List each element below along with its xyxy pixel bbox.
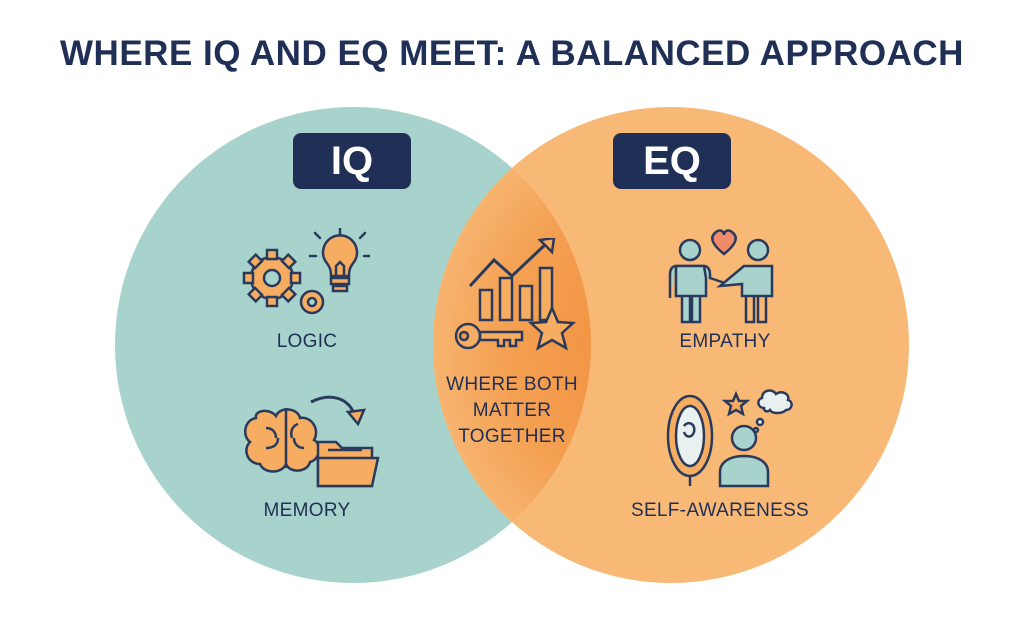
empathy-label: EMPATHY xyxy=(679,331,771,352)
memory-label: MEMORY xyxy=(263,500,351,521)
gears-lightbulb-icon xyxy=(242,228,370,315)
self-awareness-label: SELF-AWARENESS xyxy=(630,500,810,521)
overlap-label: WHERE BOTH MATTER TOGETHER xyxy=(432,372,592,450)
mirror-person-icon xyxy=(666,389,793,488)
eq-badge: EQ xyxy=(613,133,731,189)
growth-chart-key-star-icon xyxy=(454,238,577,351)
overlap-region xyxy=(433,107,591,583)
iq-badge: IQ xyxy=(293,133,411,189)
people-heart-icon xyxy=(668,229,774,324)
overlap-line-2: MATTER xyxy=(472,400,552,421)
overlap-line-3: TOGETHER xyxy=(458,426,566,447)
page-title: WHERE IQ AND EQ MEET: A BALANCED APPROAC… xyxy=(60,34,964,73)
logic-label: LOGIC xyxy=(276,331,338,352)
overlap-line-1: WHERE BOTH xyxy=(446,374,578,395)
brain-folder-icon xyxy=(243,395,380,488)
